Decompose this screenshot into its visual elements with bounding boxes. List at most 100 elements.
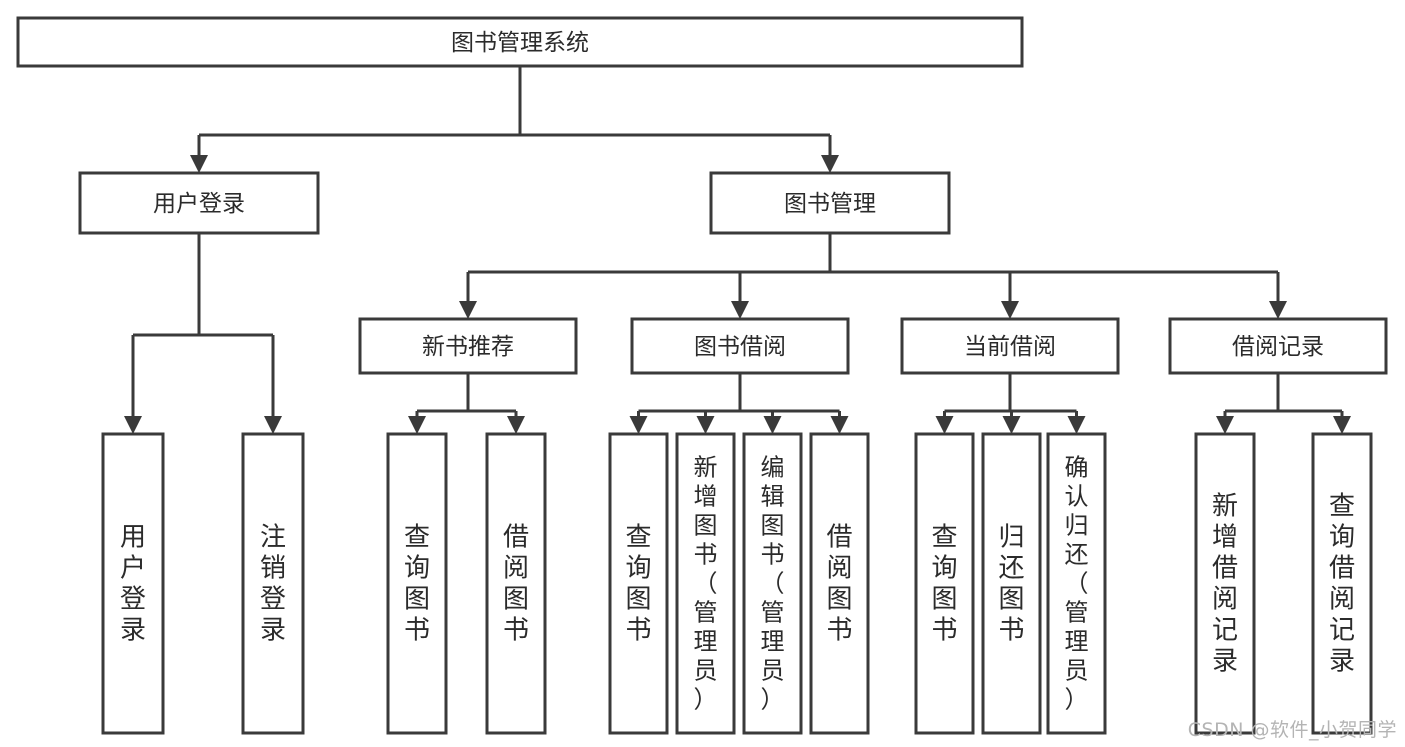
svg-text:借: 借 bbox=[1329, 554, 1355, 584]
svg-text:记: 记 bbox=[1212, 616, 1238, 646]
svg-text:阅: 阅 bbox=[1329, 585, 1355, 615]
svg-text:借: 借 bbox=[1212, 554, 1238, 584]
svg-text:员: 员 bbox=[761, 657, 785, 685]
svg-text:归: 归 bbox=[1065, 512, 1089, 540]
svg-text:管: 管 bbox=[1065, 599, 1089, 627]
svg-text:图: 图 bbox=[404, 585, 430, 615]
svg-text:书: 书 bbox=[625, 616, 651, 646]
node-book-borrow[interactable]: 图书借阅 bbox=[630, 317, 850, 375]
svg-text:图: 图 bbox=[998, 585, 1024, 615]
svg-text:图: 图 bbox=[826, 585, 852, 615]
svg-text:管: 管 bbox=[694, 599, 718, 627]
node-user-login-do[interactable]: 用户登录 bbox=[101, 432, 165, 735]
svg-text:书: 书 bbox=[761, 541, 785, 569]
svg-text:查: 查 bbox=[931, 523, 957, 553]
node-label-book-manage: 图书管理 bbox=[784, 191, 876, 217]
svg-text:图: 图 bbox=[625, 585, 651, 615]
svg-text:书: 书 bbox=[503, 616, 529, 646]
svg-text:（: （ bbox=[694, 570, 718, 598]
node-label-new-book-recommend: 新书推荐 bbox=[422, 334, 514, 360]
svg-text:还: 还 bbox=[1065, 541, 1089, 569]
svg-text:增: 增 bbox=[694, 483, 718, 511]
svg-text:（: （ bbox=[1065, 570, 1089, 598]
svg-text:用: 用 bbox=[120, 523, 146, 553]
svg-text:书: 书 bbox=[931, 616, 957, 646]
svg-text:员: 员 bbox=[1065, 657, 1089, 685]
node-borrow-record[interactable]: 借阅记录 bbox=[1168, 317, 1388, 375]
svg-text:（: （ bbox=[761, 570, 785, 598]
svg-text:登: 登 bbox=[120, 585, 146, 615]
svg-text:理: 理 bbox=[761, 628, 785, 656]
node-root[interactable]: 图书管理系统 bbox=[16, 16, 1024, 68]
node-label-current-borrow: 当前借阅 bbox=[964, 334, 1056, 360]
svg-text:登: 登 bbox=[260, 585, 286, 615]
svg-text:户: 户 bbox=[120, 554, 146, 584]
svg-text:）: ） bbox=[694, 686, 718, 714]
svg-text:理: 理 bbox=[694, 628, 718, 656]
svg-text:书: 书 bbox=[694, 541, 718, 569]
svg-text:录: 录 bbox=[1212, 647, 1238, 677]
node-book-manage[interactable]: 图书管理 bbox=[709, 171, 951, 235]
svg-text:注: 注 bbox=[260, 523, 286, 553]
svg-text:归: 归 bbox=[998, 523, 1024, 553]
svg-text:借: 借 bbox=[826, 523, 852, 553]
svg-text:理: 理 bbox=[1065, 628, 1089, 656]
node-label-book-borrow: 图书借阅 bbox=[694, 334, 786, 360]
connector-layer bbox=[124, 66, 1351, 434]
svg-text:录: 录 bbox=[260, 616, 286, 646]
svg-text:图: 图 bbox=[694, 512, 718, 540]
svg-text:图: 图 bbox=[503, 585, 529, 615]
node-new-book-recommend[interactable]: 新书推荐 bbox=[358, 317, 578, 375]
svg-text:录: 录 bbox=[1329, 647, 1355, 677]
node-current-borrow[interactable]: 当前借阅 bbox=[900, 317, 1120, 375]
svg-text:阅: 阅 bbox=[826, 554, 852, 584]
node-label-root: 图书管理系统 bbox=[451, 30, 589, 56]
svg-text:还: 还 bbox=[998, 554, 1024, 584]
node-label-user-login: 用户登录 bbox=[153, 191, 245, 217]
svg-text:询: 询 bbox=[625, 554, 651, 584]
node-label-borrow-record: 借阅记录 bbox=[1232, 334, 1324, 360]
svg-text:确: 确 bbox=[1065, 454, 1089, 482]
svg-text:图: 图 bbox=[931, 585, 957, 615]
svg-text:查: 查 bbox=[625, 523, 651, 553]
node-layer: 图书管理系统用户登录图书管理用户登录注销登录新书推荐查询图书借阅图书图书借阅查询… bbox=[16, 16, 1388, 735]
svg-text:询: 询 bbox=[1329, 523, 1355, 553]
svg-text:管: 管 bbox=[761, 599, 785, 627]
svg-text:新: 新 bbox=[1212, 492, 1238, 522]
svg-text:阅: 阅 bbox=[503, 554, 529, 584]
svg-text:图: 图 bbox=[761, 512, 785, 540]
node-label-user-login-do: 用户登录 bbox=[120, 523, 146, 646]
svg-text:）: ） bbox=[761, 686, 785, 714]
svg-text:增: 增 bbox=[1212, 523, 1238, 553]
node-user-login[interactable]: 用户登录 bbox=[78, 171, 320, 235]
svg-text:记: 记 bbox=[1329, 616, 1355, 646]
svg-text:查: 查 bbox=[1329, 492, 1355, 522]
svg-text:询: 询 bbox=[404, 554, 430, 584]
svg-text:询: 询 bbox=[931, 554, 957, 584]
